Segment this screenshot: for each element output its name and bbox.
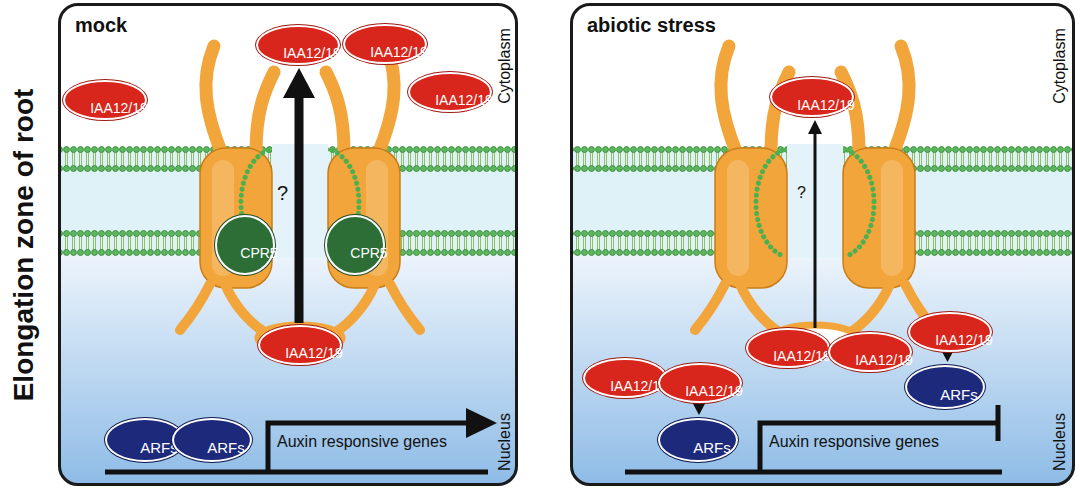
protein-oval: IAA12/19: [256, 25, 340, 65]
protein-name: CPR5: [240, 245, 277, 261]
unknown-mark: ?: [797, 184, 806, 202]
protein-name: ARFs: [207, 439, 245, 456]
row-heading: Elongation zone of root: [9, 89, 40, 402]
protein-oval: ARFs: [172, 418, 252, 462]
stress-panel-ground: [570, 3, 1075, 486]
protein-oval: IAA12/19: [908, 312, 992, 352]
condition-panel: IAA12/19IAA12/19IAA12/19IAA12/19CPR5CPR5…: [58, 3, 518, 486]
protein-oval: IAA12/19: [63, 80, 147, 120]
protein-oval: IAA12/19: [258, 325, 342, 365]
compartment-label: Cytoplasm: [496, 28, 514, 104]
protein-name: IAA12/19: [685, 383, 743, 399]
protein-name: ARFs: [693, 439, 731, 456]
arrow-shaft: [295, 97, 304, 323]
protein-circle: CPR5: [215, 215, 275, 275]
gene-repression: [625, 405, 1002, 472]
panel-title: abiotic stress: [587, 14, 716, 36]
protein-oval: IAA12/19: [746, 328, 830, 368]
protein-oval: IAA12/19: [408, 72, 492, 112]
protein-name: CPR5: [350, 245, 387, 261]
protein-oval: IAA12/19: [770, 77, 854, 117]
protein-oval: IAA12/19: [658, 363, 742, 403]
export-arrow-weak: [808, 120, 822, 328]
protein-name: IAA12/19: [283, 45, 341, 61]
protein-name: IAA12/19: [370, 44, 428, 60]
protein-name: IAA12/19: [285, 345, 343, 361]
protein-oval: ARFs: [905, 365, 985, 409]
protein-name: IAA12/19: [855, 352, 913, 368]
protein-name: IAA12/19: [773, 348, 831, 364]
protein-oval: IAA12/19: [828, 332, 912, 372]
protein-name: IAA12/19: [90, 100, 148, 116]
protein-circle: CPR5: [325, 215, 385, 275]
gene-activation: [105, 408, 497, 472]
arrow-head: [283, 68, 315, 98]
protein-name: ARFs: [940, 386, 978, 403]
compartment-label: Cytoplasm: [1051, 28, 1069, 104]
protein-oval: IAA12/19: [343, 24, 427, 64]
protein-oval: IAA12/19: [583, 358, 667, 398]
protein-name: IAA12/19: [935, 332, 993, 348]
protein-name: IAA12/19: [435, 92, 493, 108]
panel-title: mock: [75, 14, 127, 36]
protein-oval: ARFs: [658, 418, 738, 462]
compartment-label: Nucleus: [1051, 413, 1069, 471]
protein-name: IAA12/19: [797, 97, 855, 113]
compartment-label: Nucleus: [496, 413, 514, 471]
mock-panel-ground: [58, 3, 518, 486]
gene-label: Auxin responsive genes: [769, 433, 939, 451]
gene-label: Auxin responsive genes: [277, 433, 447, 451]
unknown-mark: ?: [277, 182, 288, 204]
condition-panel: IAA12/19IAA12/19IAA12/19IAA12/19IAA12/19…: [570, 3, 1075, 486]
